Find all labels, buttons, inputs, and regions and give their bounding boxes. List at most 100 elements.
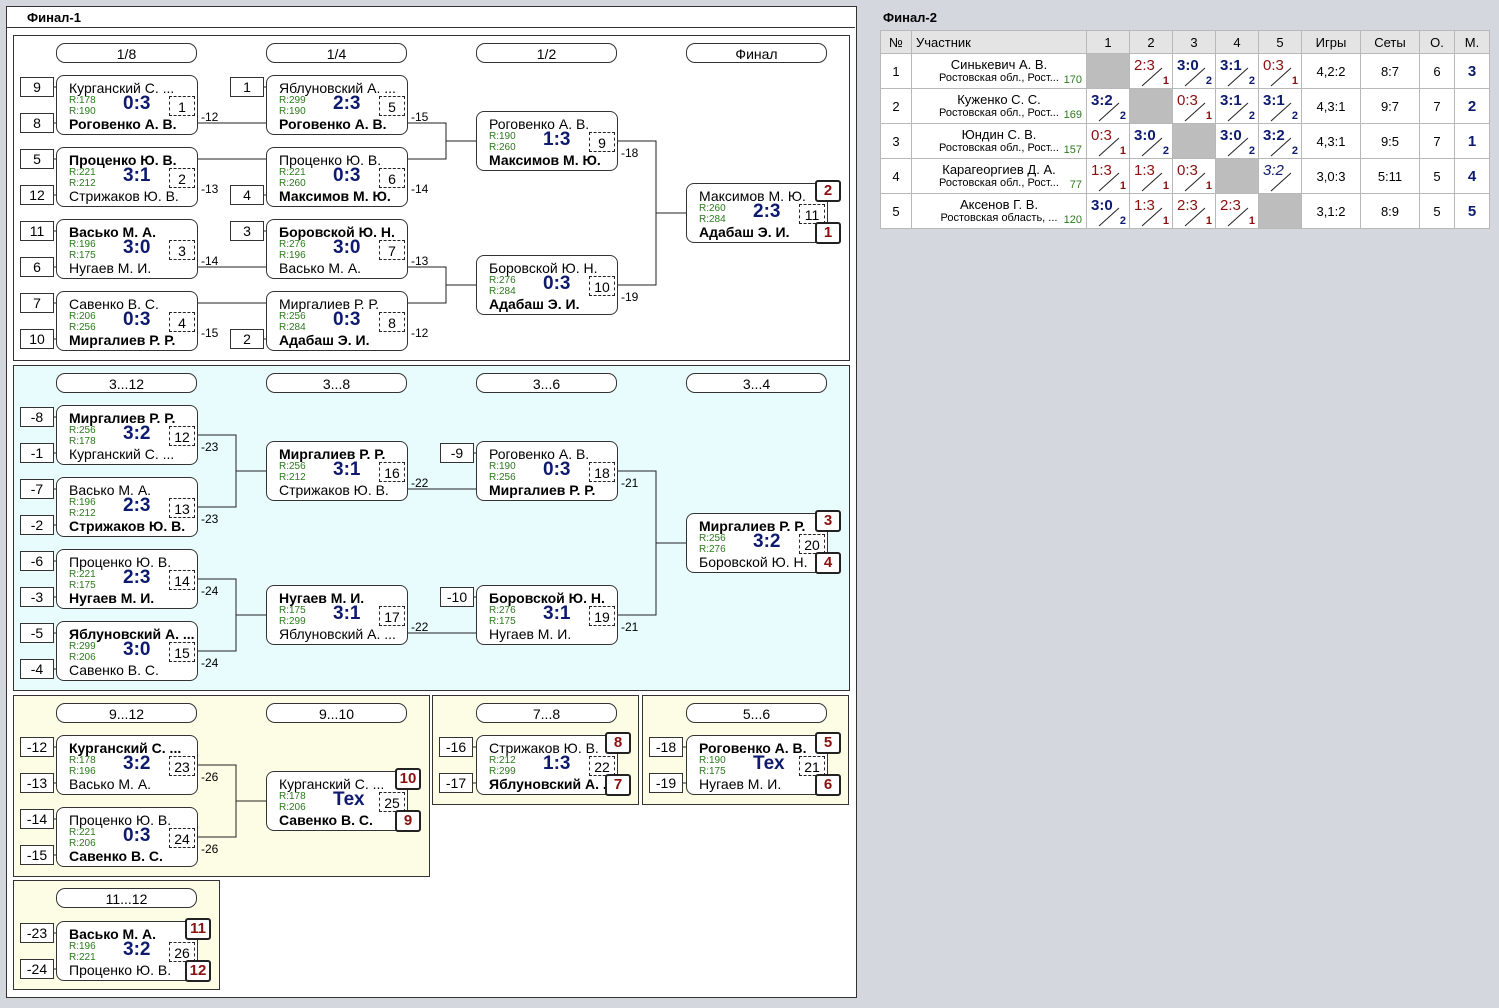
row-num: 2 <box>880 88 912 124</box>
participant-region: Ростовская обл., Рост... <box>939 142 1059 154</box>
player-2-rating: R:284 <box>279 322 306 333</box>
result-cell[interactable]: 2:3 1 <box>1215 193 1259 229</box>
result-points: 1 <box>1205 180 1212 192</box>
match-score: 1:3 <box>543 753 571 774</box>
result-cell[interactable]: 3:0 2 <box>1215 123 1259 159</box>
result-cell[interactable]: 1:3 1 <box>1129 158 1173 194</box>
round-header-3-8: 3...8 <box>266 373 407 393</box>
loser-destination-label: -22 <box>411 476 429 490</box>
result-score: 3:1 <box>1220 57 1242 74</box>
place-badge: 11 <box>185 918 211 940</box>
result-cell[interactable]: 3:0 2 <box>1172 53 1216 89</box>
table-row: 5 Аксенов Г. В. Ростовская область, ... … <box>880 193 1490 229</box>
result-points: 2 <box>1119 110 1126 122</box>
loser-destination-label: -19 <box>621 290 639 304</box>
round-header-9-10: 9...10 <box>266 703 407 723</box>
player-2-name: Васько М. А. <box>279 260 362 276</box>
player-1-rating: R:178 <box>279 791 306 802</box>
player-2-name: Нугаев М. И. <box>69 260 152 276</box>
round-header-1-8: 1/8 <box>56 43 197 63</box>
result-score: 3:2 <box>1263 162 1284 179</box>
result-cell[interactable]: 0:3 1 <box>1086 123 1130 159</box>
result-cell[interactable]: 0:3 1 <box>1172 88 1216 124</box>
result-cell[interactable]: 1:3 1 <box>1086 158 1130 194</box>
points-cell: 7 <box>1419 88 1455 124</box>
result-cell[interactable]: 3:1 2 <box>1215 88 1259 124</box>
result-cell[interactable]: 3:2 2 <box>1086 88 1130 124</box>
match-number: 21 <box>799 756 825 776</box>
round-header-3-4: 3...4 <box>686 373 827 393</box>
loser-seed-box: -8 <box>20 407 54 427</box>
player-2-rating: R:175 <box>699 766 726 777</box>
result-score: 1:3 <box>1134 162 1155 179</box>
round-robin-table: № Участник 1 2 3 4 5 Игры Сеты О. М. 1 С… <box>880 30 1490 229</box>
result-cell[interactable]: 3:1 2 <box>1215 53 1259 89</box>
match-score: 3:0 <box>333 237 361 258</box>
result-cell[interactable]: 3:0 2 <box>1129 123 1173 159</box>
result-cell[interactable]: 1:3 1 <box>1129 193 1173 229</box>
round-header-7-8: 7...8 <box>476 703 617 723</box>
result-score: 3:0 <box>1134 127 1156 144</box>
result-cell[interactable]: 0:3 1 <box>1172 158 1216 194</box>
diagonal-line <box>1141 207 1163 227</box>
player-1-name: Боровской Ю. Н. <box>489 590 605 606</box>
match-score: 3:2 <box>753 531 781 552</box>
result-cell[interactable]: 3:2 <box>1258 158 1302 194</box>
result-cell[interactable]: 0:3 1 <box>1258 53 1302 89</box>
player-2-rating: R:212 <box>69 178 96 189</box>
row-num: 5 <box>880 193 912 229</box>
loser-destination-label: -26 <box>201 842 219 856</box>
player-2-rating: R:175 <box>69 250 96 261</box>
match-score: 3:0 <box>123 639 151 660</box>
round-header-9-12: 9...12 <box>56 703 197 723</box>
result-points: 2 <box>1205 75 1212 87</box>
games-cell: 3,1:2 <box>1301 193 1361 229</box>
result-points: 2 <box>1119 215 1126 227</box>
result-points: 1 <box>1205 215 1212 227</box>
player-1-name: Проценко Ю. В. <box>279 152 382 168</box>
col-2: 2 <box>1129 30 1173 54</box>
player-2-name: Адабаш Э. И. <box>489 296 580 312</box>
match-number: 22 <box>589 756 615 776</box>
player-2-rating: R:206 <box>69 838 96 849</box>
result-cell[interactable]: 3:0 2 <box>1086 193 1130 229</box>
result-points: 2 <box>1248 145 1255 157</box>
player-1-name: Курганский С. ... <box>279 776 385 792</box>
player-2-rating: R:221 <box>69 952 96 963</box>
loser-seed-box: -9 <box>440 443 474 463</box>
result-cell[interactable]: 2:3 1 <box>1172 193 1216 229</box>
player-1-name: Васько М. А. <box>69 926 156 942</box>
round-header-11-12: 11...12 <box>56 888 197 908</box>
result-cell[interactable]: 3:2 2 <box>1258 123 1302 159</box>
result-cell[interactable]: 2:3 1 <box>1129 53 1173 89</box>
seed-box: 7 <box>20 293 54 313</box>
result-cell[interactable]: 3:1 2 <box>1258 88 1302 124</box>
sets-cell: 8:7 <box>1360 53 1420 89</box>
